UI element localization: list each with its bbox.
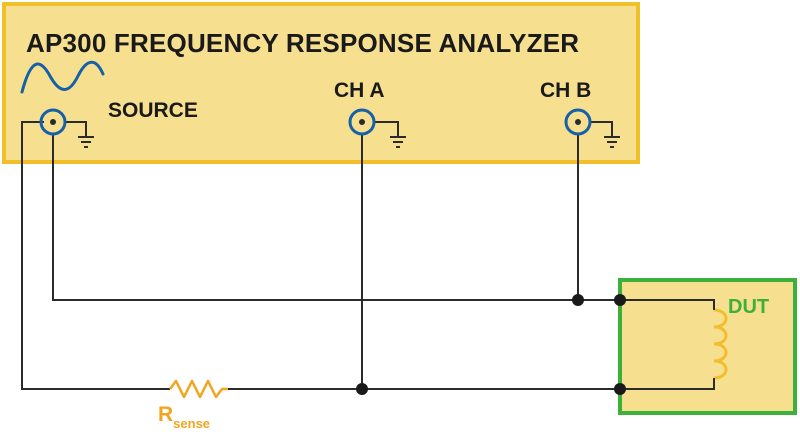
analyzer-title: AP300 FREQUENCY RESPONSE ANALYZER xyxy=(26,28,580,58)
dut-box xyxy=(618,278,797,415)
ch-a-label: CH A xyxy=(334,79,385,102)
connector-ch-b xyxy=(564,108,592,136)
junction-dot xyxy=(572,294,584,306)
wire-source-outer xyxy=(21,121,170,390)
junction-dot xyxy=(614,383,626,395)
sine-wave-icon xyxy=(20,60,105,94)
resistor-sense xyxy=(169,379,228,399)
rsense-label-sub: sense xyxy=(173,416,211,431)
ground-icon-ch-b xyxy=(591,121,620,148)
dut-label: DUT xyxy=(728,296,770,318)
source-label: SOURCE xyxy=(108,99,198,122)
junction-dot xyxy=(614,294,626,306)
wire-source-inner xyxy=(52,133,620,301)
ground-icon-source xyxy=(66,121,94,148)
inductor-coil xyxy=(713,308,728,380)
dut-internal-wiring xyxy=(620,299,715,390)
ground-icon-ch-a xyxy=(375,121,406,148)
connector-source xyxy=(39,108,67,136)
rsense-label-main: R xyxy=(158,403,174,426)
ground-symbols xyxy=(66,121,620,148)
rsense-label: Rsense xyxy=(158,403,210,430)
connector-ch-a xyxy=(348,108,376,136)
junction-dots xyxy=(356,294,626,395)
junction-dot xyxy=(356,383,368,395)
ch-b-label: CH B xyxy=(540,79,592,102)
analyzer-panel xyxy=(2,2,640,164)
